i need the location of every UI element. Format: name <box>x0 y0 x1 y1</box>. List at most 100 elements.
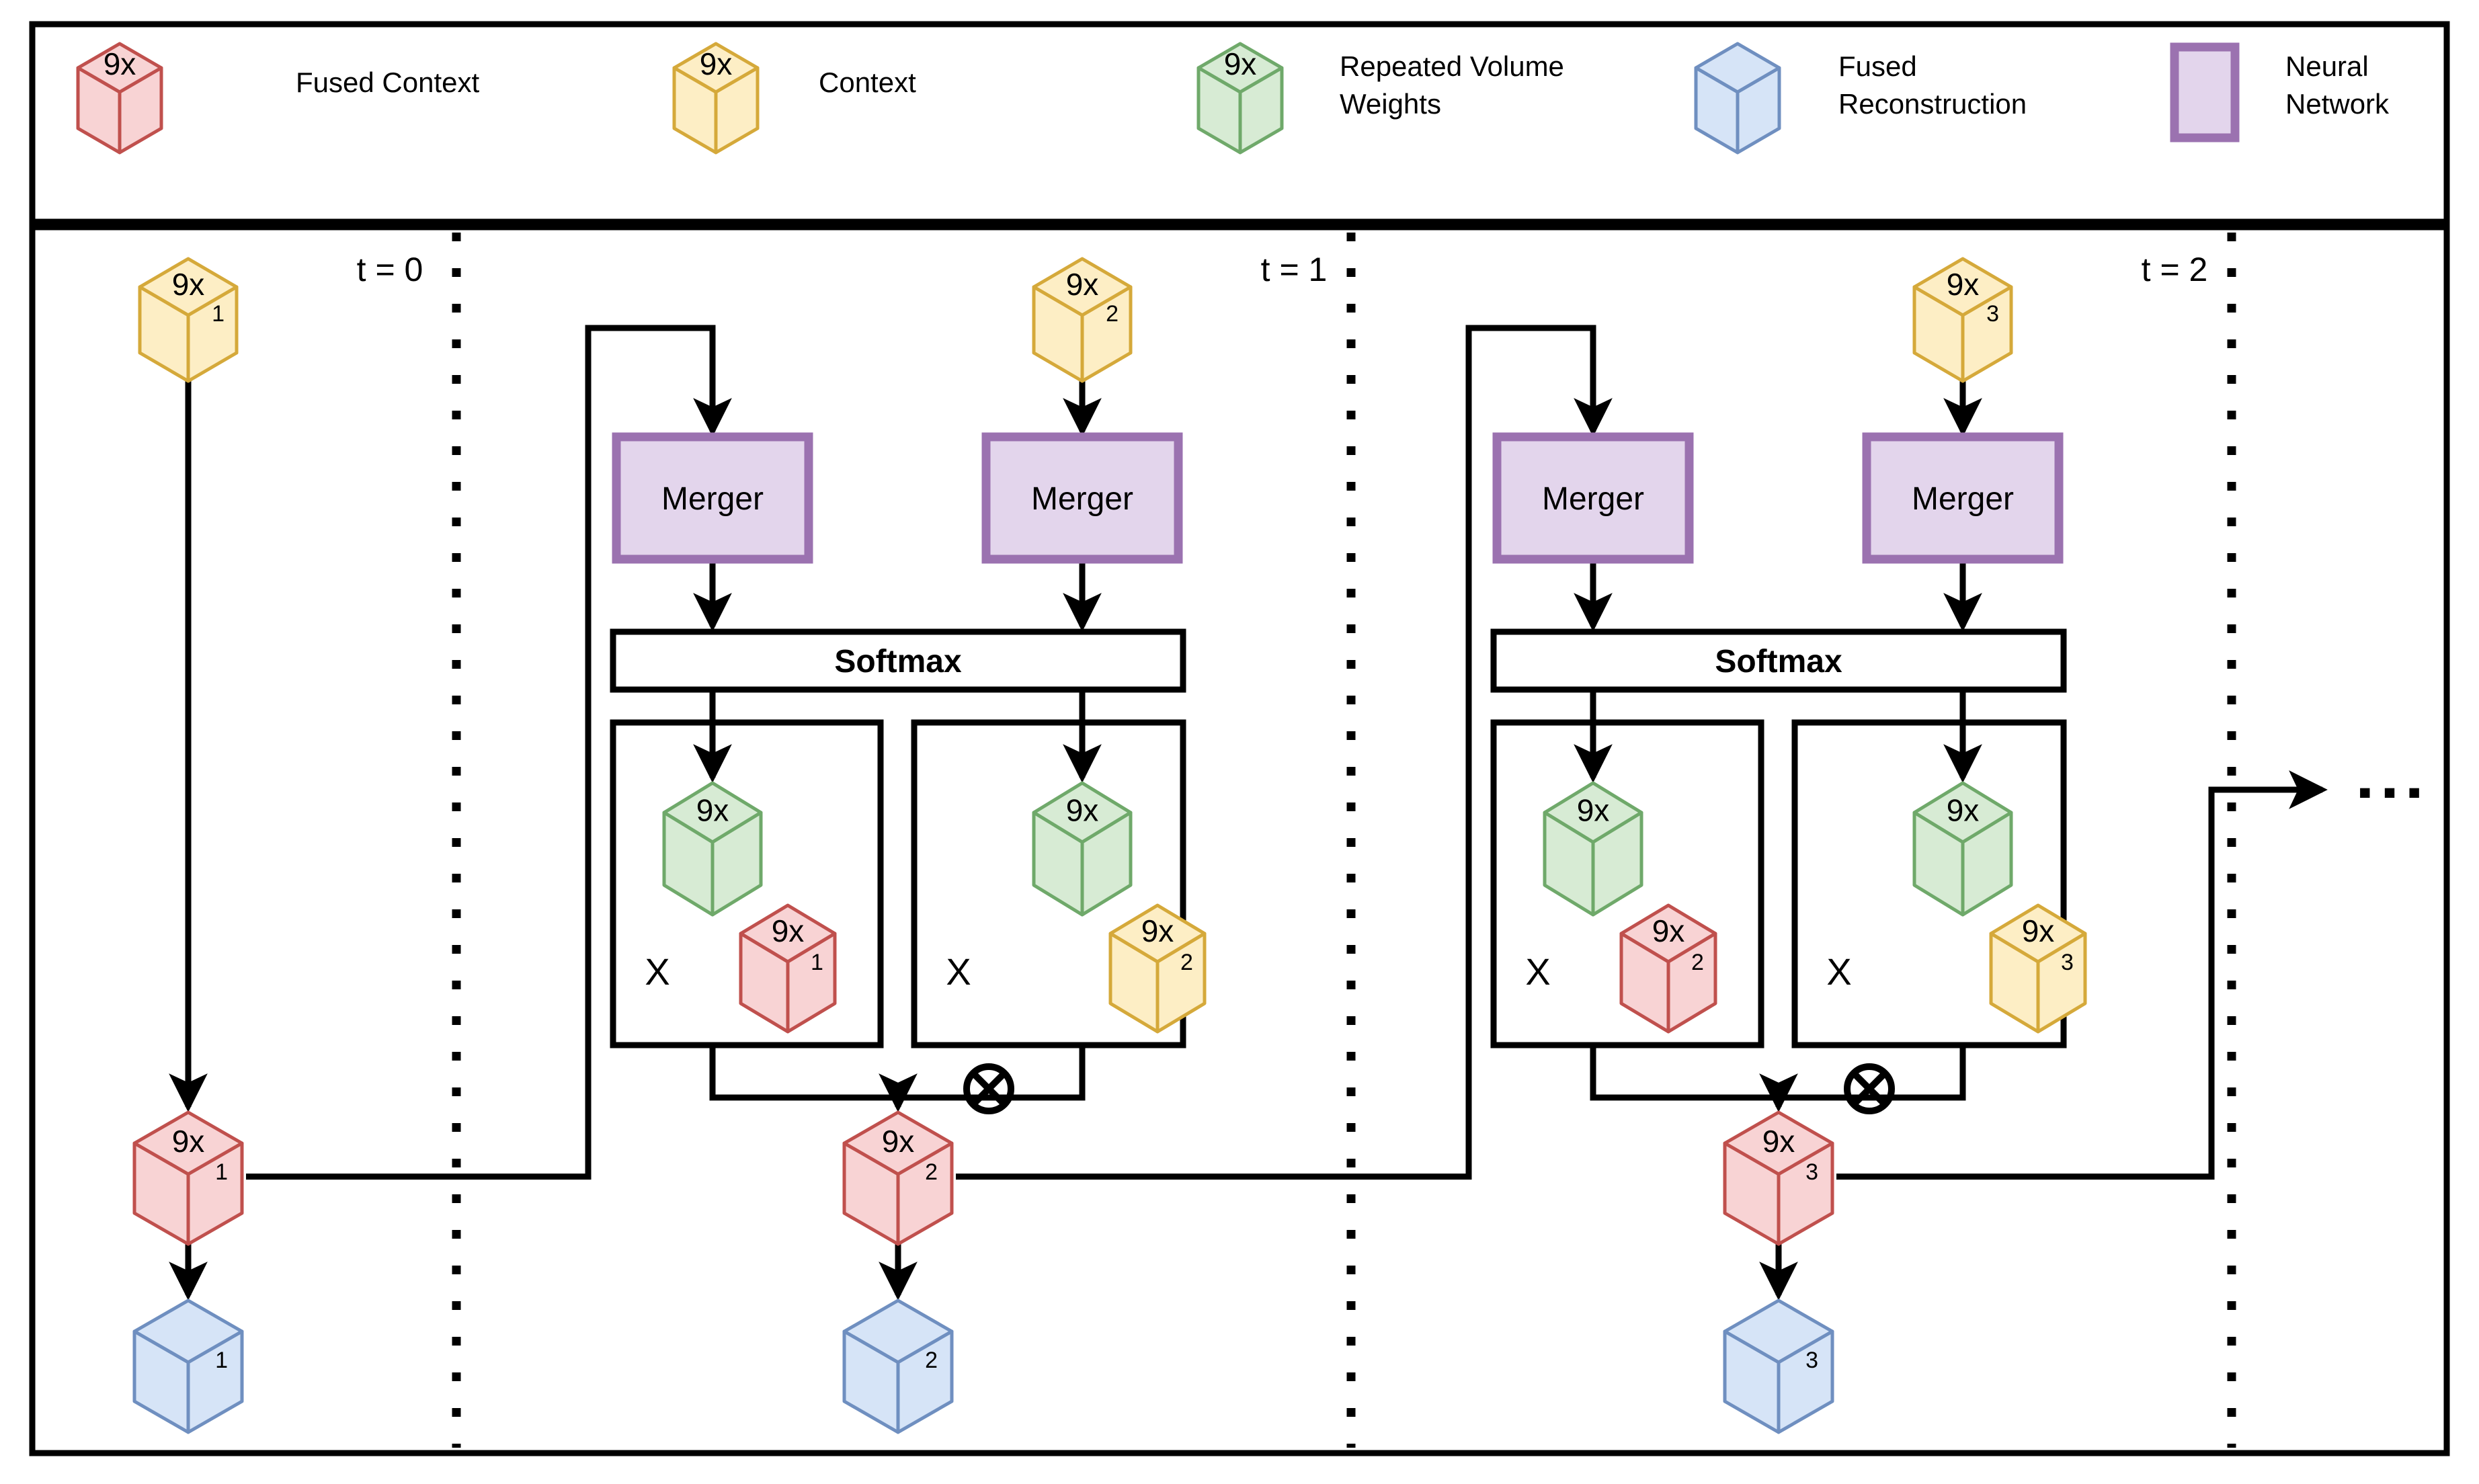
cube-index-label: 2 <box>1691 950 1704 975</box>
cube-right-face <box>786 932 837 1034</box>
reconstruction-cube-t0: 1 <box>132 1298 244 1434</box>
cube-index-label: 1 <box>215 1348 228 1373</box>
legend-swatch-cube-fused-reconstruction <box>1694 42 1781 155</box>
cube-badge-9x: 9x <box>1652 913 1685 948</box>
tensor-slash-b <box>971 1071 1007 1107</box>
reconstruction-cube-t1: 2 <box>842 1298 954 1434</box>
cube-badge-9x: 9x <box>1141 913 1174 948</box>
legend-swatch-cube-context: 9x <box>672 42 760 155</box>
cube-right-face <box>1777 1329 1834 1434</box>
multiply-symbol-t1-1: X <box>946 950 971 993</box>
product-group-box <box>911 719 1186 1048</box>
cube-index-label: 3 <box>2061 950 2074 975</box>
cube-right-face <box>186 1141 244 1246</box>
tensor-product-symbol-t2 <box>1844 1063 1895 1114</box>
softmax-node-t2[interactable]: Softmax <box>1490 628 2067 693</box>
cube-right-face <box>1080 285 1133 383</box>
frame-layer <box>29 21 2450 1456</box>
merger-label: Merger <box>1031 481 1133 517</box>
cube-index-label: 3 <box>1805 1159 1818 1185</box>
fused-context-cube-t1: 9x2 <box>842 1110 954 1246</box>
product-group-box <box>610 719 884 1048</box>
cube-index-label: 3 <box>1805 1348 1818 1373</box>
cube-right-face <box>710 811 763 917</box>
wire-prev-fused-to-merger-t1 <box>246 325 732 1180</box>
legend-label-neural-network: Neural <box>2285 50 2369 82</box>
cube-right-face <box>714 66 760 155</box>
tensor-circle <box>1844 1063 1895 1114</box>
cube-right-face <box>1777 1141 1834 1246</box>
cube-badge-9x: 9x <box>1224 46 1257 81</box>
operand-cube-t1-0: 9x1 <box>739 903 837 1034</box>
cube-right-face <box>1961 285 2013 383</box>
merger-box[interactable] <box>612 432 813 564</box>
product-group-box <box>1791 719 2067 1048</box>
cube-index-label: 3 <box>1986 301 1999 327</box>
reconstruction-cube-t2: 3 <box>1723 1298 1834 1434</box>
weights-cube-t2-1: 9x <box>1912 781 2013 917</box>
time-label-t0: t = 0 <box>357 251 423 288</box>
wire-continuation <box>1836 770 2328 1180</box>
cube-index-label: 1 <box>212 301 225 327</box>
legend-frame <box>29 21 2450 225</box>
cube-badge-9x: 9x <box>1066 267 1099 302</box>
merger-label: Merger <box>661 481 764 517</box>
product-group-box <box>1490 719 1764 1048</box>
merger-label: Merger <box>1912 481 2014 517</box>
cube-index-label: 1 <box>811 950 823 975</box>
cube-right-face <box>1238 66 1284 155</box>
merger-node-t2-0[interactable]: Merger <box>1492 432 1694 564</box>
operand-cube-t2-1: 9x3 <box>1989 903 2087 1034</box>
context-cube-t2: 9x3 <box>1912 257 2013 383</box>
cube-badge-9x: 9x <box>772 913 805 948</box>
cube-index-label: 2 <box>1106 301 1119 327</box>
softmax-box[interactable] <box>1490 628 2067 693</box>
cube-right-face <box>1155 932 1207 1034</box>
cube-badge-9x: 9x <box>104 46 136 81</box>
fused-context-cube-t0: 9x1 <box>132 1110 244 1246</box>
legend-swatch-cube-fused-context: 9x <box>76 42 163 155</box>
cube-badge-9x: 9x <box>1066 792 1099 827</box>
softmax-box[interactable] <box>610 628 1186 693</box>
context-cube-t1: 9x 2 <box>1032 257 1133 383</box>
cube-right-face <box>896 1141 954 1246</box>
cube-right-face <box>896 1329 954 1434</box>
softmax-label: Softmax <box>1715 644 1842 679</box>
cube-index-label: 2 <box>1180 950 1193 975</box>
cube-badge-9x: 9x <box>1762 1124 1795 1159</box>
merger-node-t1-1[interactable]: Merger <box>981 432 1183 564</box>
time-label-t2: t = 2 <box>2142 251 2208 288</box>
tensor-product-symbol-t1 <box>963 1063 1014 1114</box>
legend-label-repeated-volume-weights: Weights <box>1340 88 1441 120</box>
legend-label-context: Context <box>819 67 916 98</box>
time-label-t1: t = 1 <box>1261 251 1328 288</box>
merger-box[interactable] <box>1492 432 1694 564</box>
legend-swatch-rect-neural-network <box>2170 42 2240 142</box>
merger-label: Merger <box>1542 481 1644 517</box>
legend-label-fused-reconstruction: Fused <box>1838 50 1917 82</box>
cube-badge-9x: 9x <box>696 792 729 827</box>
merger-box[interactable] <box>1862 432 2064 564</box>
cube-index-label: 2 <box>925 1348 938 1373</box>
cube-badge-9x: 9x <box>700 46 733 81</box>
merger-node-t2-1[interactable]: Merger <box>1862 432 2064 564</box>
diagram-frame <box>29 224 2450 1456</box>
cube-right-face <box>1591 811 1643 917</box>
wire-group-join-t2 <box>1590 1045 1966 1101</box>
weights-cube-t1-0: 9x <box>662 781 763 917</box>
merger-box[interactable] <box>981 432 1183 564</box>
merger-node-t1-0[interactable]: Merger <box>612 432 813 564</box>
multiply-symbol-t2-0: X <box>1525 950 1550 993</box>
softmax-node-t1[interactable]: Softmax <box>610 628 1186 693</box>
